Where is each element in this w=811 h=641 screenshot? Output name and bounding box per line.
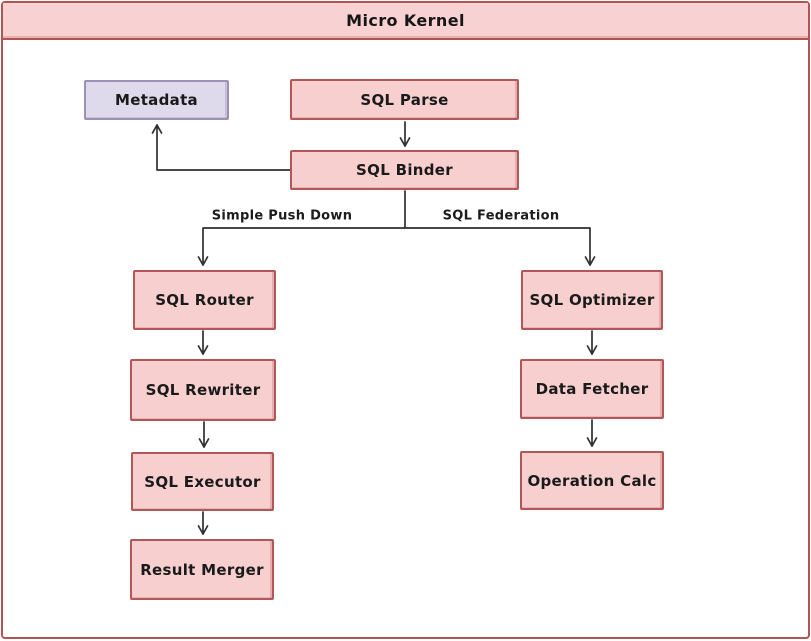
node-label-sql-rewriter: SQL Rewriter [145, 381, 261, 399]
node-label-sql-router: SQL Router [155, 291, 254, 309]
node-label-data-fetcher: Data Fetcher [535, 380, 649, 398]
node-label-result-merger: Result Merger [140, 560, 264, 579]
diagram-title-bar: Micro Kernel [3, 3, 808, 40]
node-label-operation-calc: Operation Calc [527, 471, 657, 490]
node-label-sql-optimizer: SQL Optimizer [529, 291, 655, 309]
node-label-metadata: Metadata [115, 91, 198, 109]
edge-label-sql-federation: SQL Federation [442, 208, 560, 224]
node-sql-parse: SQL Parse [290, 79, 519, 120]
edge-binder-to-metadata [151, 124, 291, 171]
node-label-sql-parse: SQL Parse [360, 90, 449, 109]
node-data-fetcher: Data Fetcher [520, 359, 664, 419]
diagram-title: Micro Kernel [346, 11, 465, 30]
edge-tee-to-router [197, 227, 406, 266]
node-sql-rewriter: SQL Rewriter [130, 359, 276, 421]
node-sql-optimizer: SQL Optimizer [521, 270, 663, 330]
node-sql-binder: SQL Binder [290, 150, 519, 190]
node-sql-executor: SQL Executor [131, 452, 274, 511]
node-result-merger: Result Merger [130, 539, 274, 600]
edge-label-simple-push-down: Simple Push Down [211, 208, 353, 224]
node-label-sql-executor: SQL Executor [144, 472, 261, 491]
edge-tee-to-optimizer [404, 227, 596, 266]
node-operation-calc: Operation Calc [520, 451, 664, 510]
node-sql-router: SQL Router [133, 270, 276, 330]
node-metadata: Metadata [84, 80, 229, 120]
node-label-sql-binder: SQL Binder [356, 161, 453, 179]
